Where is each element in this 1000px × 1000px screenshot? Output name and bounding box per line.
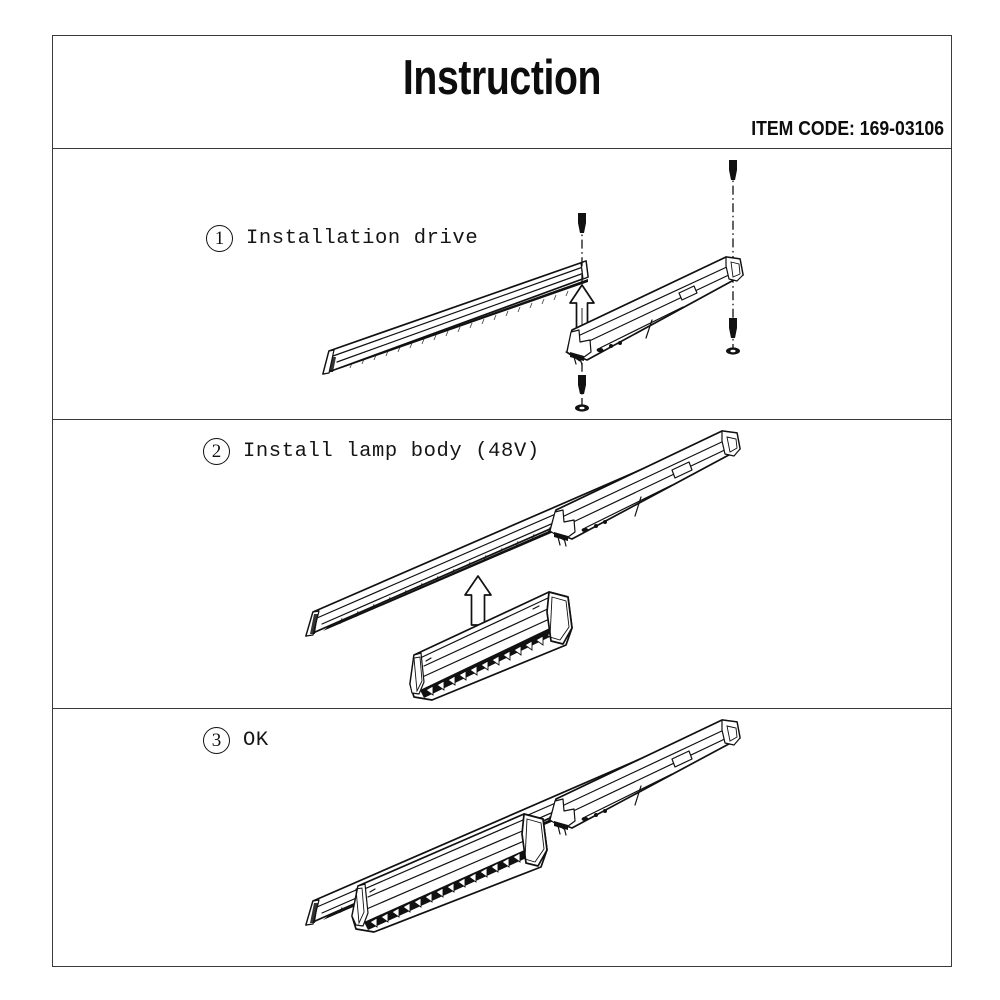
divider-step2-step3 (52, 708, 952, 709)
item-code: ITEM CODE: 169-03106 (751, 118, 944, 140)
circled-number-1-icon: 1 (206, 225, 233, 252)
circled-number-3-icon: 3 (203, 727, 230, 754)
header: Instruction ITEM CODE: 169-03106 (52, 35, 952, 148)
sheet-border (52, 35, 952, 967)
step-2-text: Install lamp body (48V) (243, 440, 540, 463)
step-1-text: Installation drive (246, 227, 479, 250)
step-2-label: 2 Install lamp body (48V) (203, 438, 540, 465)
step-3-text: OK (243, 729, 269, 752)
divider-header (52, 148, 952, 149)
page-title: Instruction (402, 51, 602, 105)
step-3-label: 3 OK (203, 727, 269, 754)
divider-step1-step2 (52, 419, 952, 420)
circled-number-2-icon: 2 (203, 438, 230, 465)
step-1-label: 1 Installation drive (206, 225, 478, 252)
